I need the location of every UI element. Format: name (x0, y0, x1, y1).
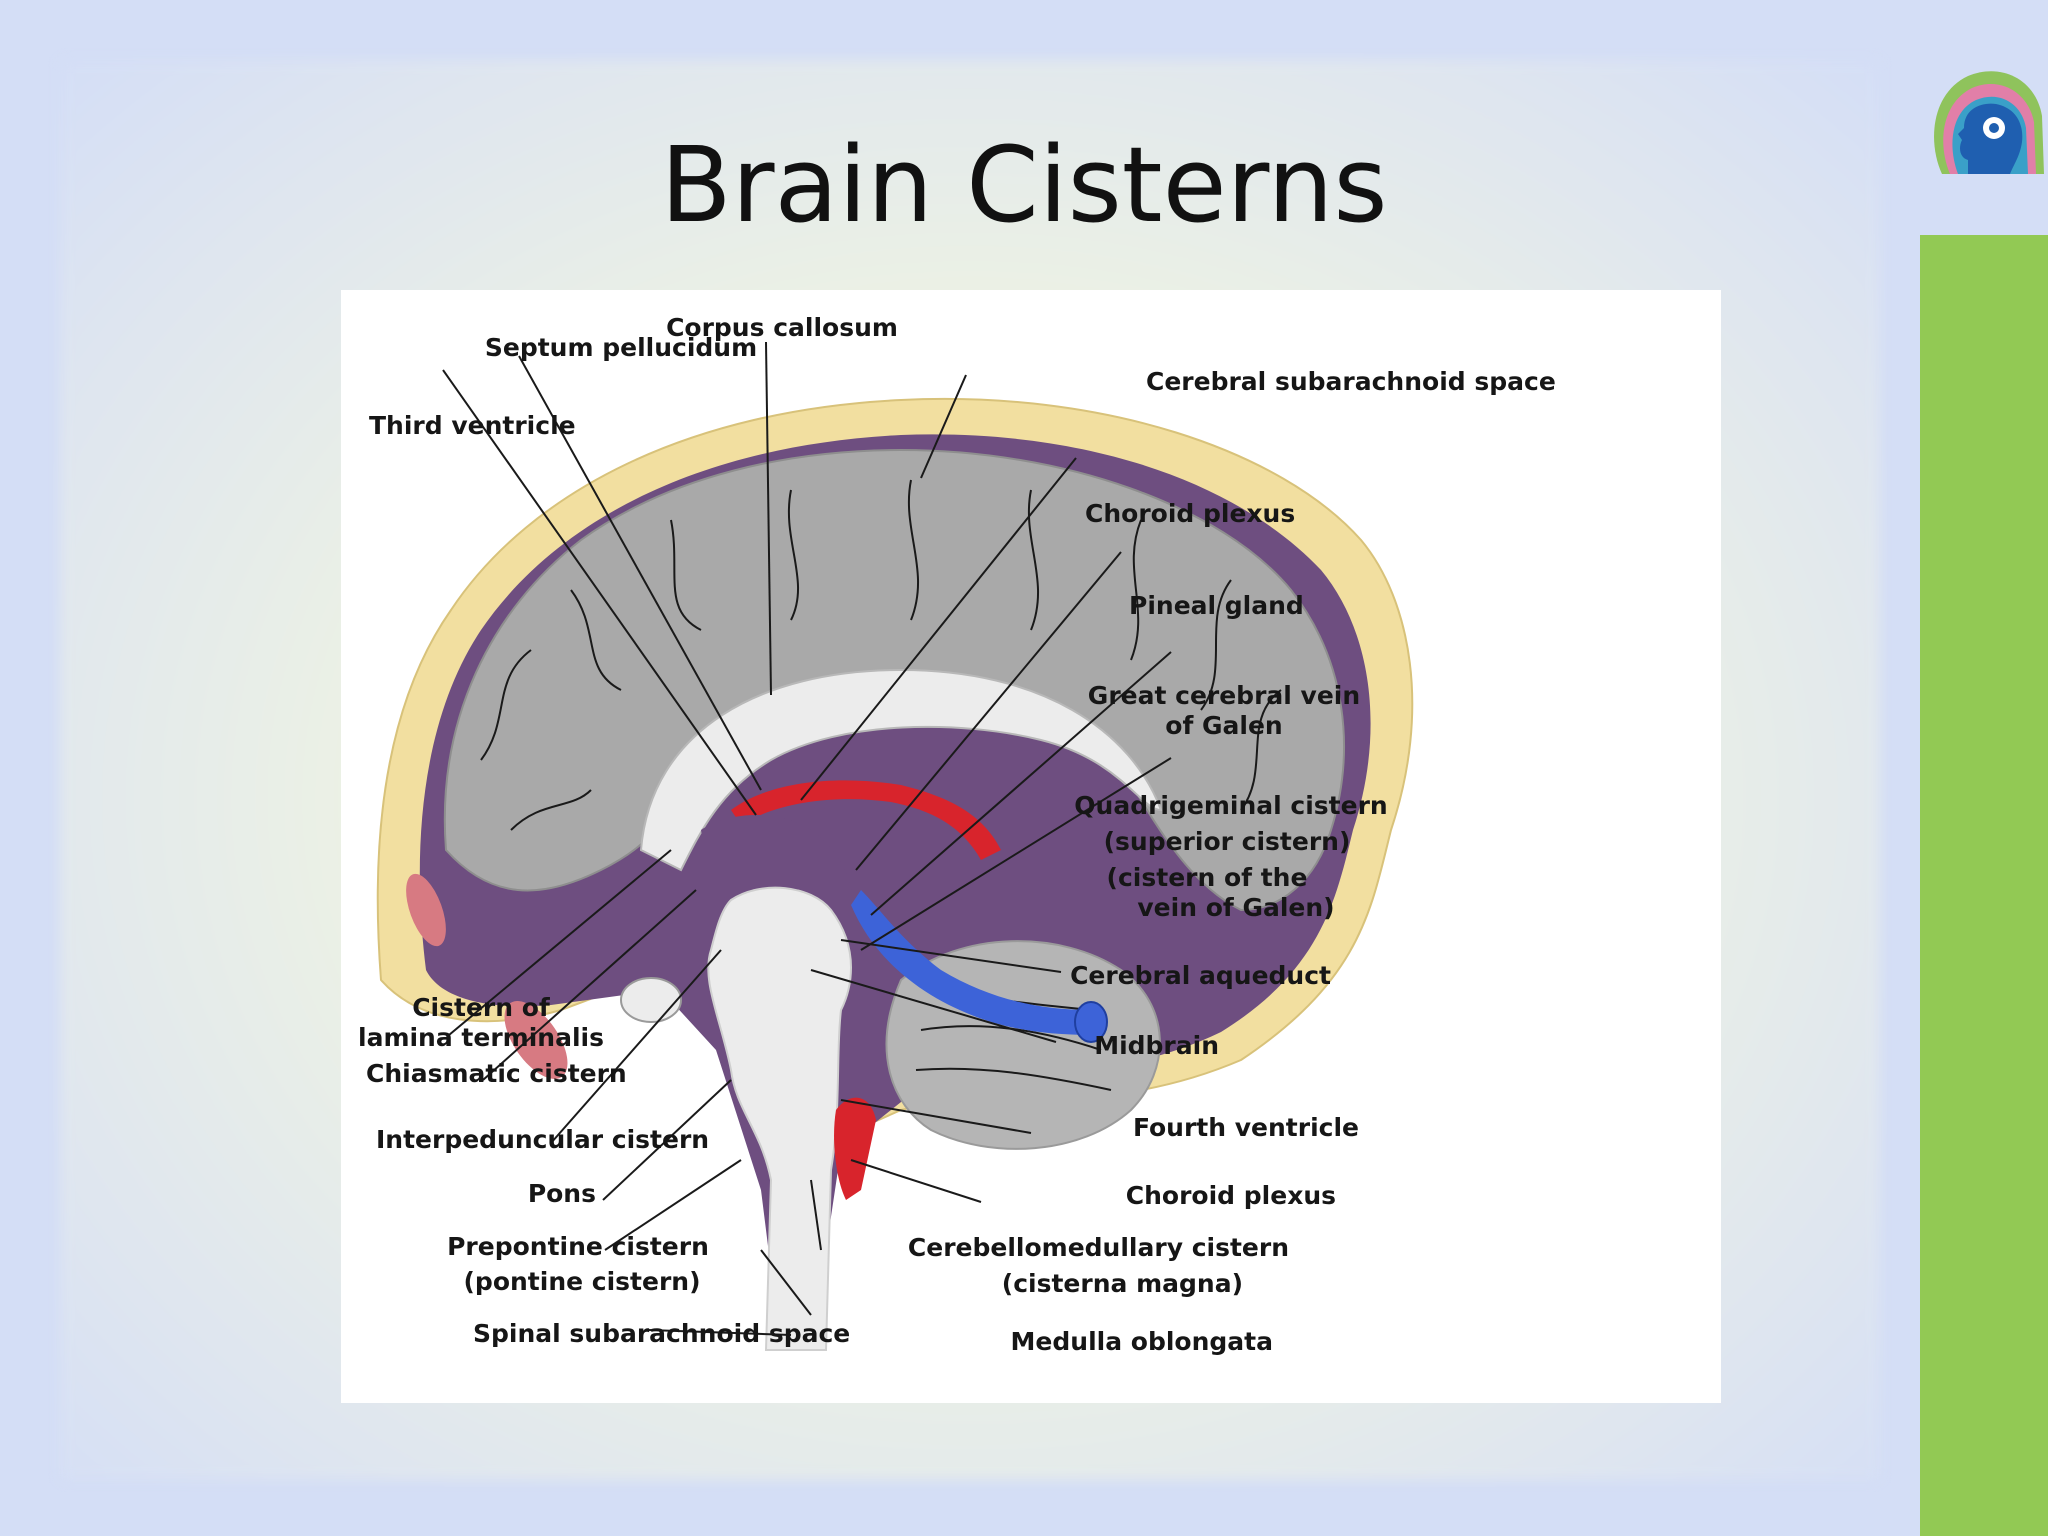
pituitary-shape (620, 977, 682, 1023)
choroid-plexus-lower-shape (834, 1097, 876, 1200)
label-spinal-subarachnoid-space: Spinal subarachnoid space (473, 1319, 850, 1348)
label-fourth-ventricle: Fourth ventricle (1133, 1113, 1359, 1142)
label-chiasmatic-cistern: Chiasmatic cistern (366, 1059, 627, 1088)
label-cerebellomedullary-1: Cerebellomedullary cistern (908, 1233, 1289, 1262)
corpus-callosum-shape (639, 668, 1163, 872)
brainstem (707, 886, 852, 1351)
head-profile-logo-icon (1924, 64, 2048, 180)
label-lamina-terminalis-2: lamina terminalis (358, 1023, 604, 1052)
accent-bar (1920, 235, 2048, 1536)
great-cerebral-vein-shape (851, 890, 1091, 1035)
label-quadrigeminal-4: vein of Galen) (1137, 893, 1334, 922)
label-choroid-plexus-lower: Choroid plexus (1126, 1181, 1336, 1210)
label-great-cerebral-vein-1: Great cerebral vein (1088, 681, 1360, 710)
label-midbrain: Midbrain (1094, 1031, 1219, 1060)
label-choroid-plexus-upper: Choroid plexus (1085, 499, 1295, 528)
label-prepontine-1: Prepontine cistern (447, 1232, 709, 1261)
gyri-lines (480, 479, 1282, 831)
brain-cisterns-diagram: Septum pellucidum Corpus callosum Third … (341, 290, 1721, 1403)
label-pineal-gland: Pineal gland (1129, 591, 1304, 620)
label-pons: Pons (528, 1179, 596, 1208)
label-cerebral-subarachnoid-space: Cerebral subarachnoid space (1146, 367, 1556, 396)
label-cerebral-aqueduct: Cerebral aqueduct (1070, 961, 1331, 990)
leader-lines (442, 341, 1172, 1336)
sinus-upper-shape (406, 873, 446, 947)
label-great-cerebral-vein-2: of Galen (1165, 711, 1282, 740)
label-interpeduncular-cistern: Interpeduncular cistern (376, 1125, 709, 1154)
label-quadrigeminal-3: (cistern of the (1107, 863, 1308, 892)
label-lamina-terminalis-1: Cistern of (412, 993, 551, 1022)
straight-sinus-shape (1074, 1001, 1108, 1043)
choroid-plexus-upper-shape (731, 780, 1001, 860)
label-cerebellomedullary-2: (cisterna magna) (1002, 1269, 1243, 1298)
label-third-ventricle: Third ventricle (369, 411, 576, 440)
label-quadrigeminal-2: (superior cistern) (1104, 827, 1351, 856)
sinus-lower-shape (504, 1001, 568, 1079)
slide-title: Brain Cisterns (660, 124, 1388, 246)
label-prepontine-2: (pontine cistern) (464, 1267, 701, 1296)
label-medulla-oblongata: Medulla oblongata (1011, 1327, 1273, 1356)
label-septum-pellucidum: Septum pellucidum (485, 333, 757, 362)
label-quadrigeminal-1: Quadrigeminal cistern (1074, 791, 1387, 820)
label-corpus-callosum: Corpus callosum (666, 313, 898, 342)
